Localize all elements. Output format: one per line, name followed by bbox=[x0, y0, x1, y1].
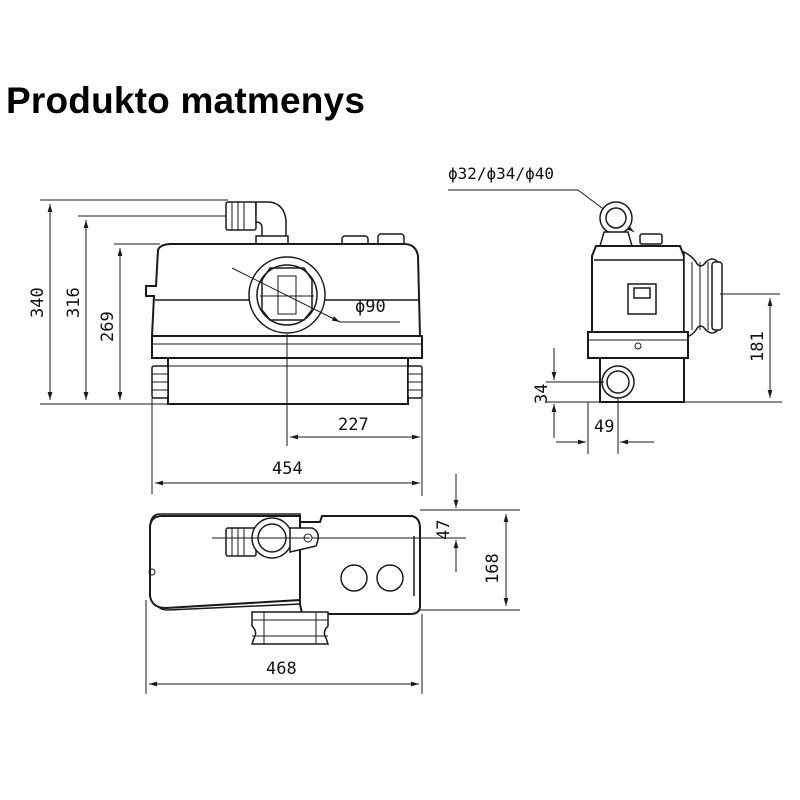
dim-top-length-468: 468 bbox=[145, 600, 423, 694]
top-inlet-pipe bbox=[225, 517, 319, 559]
svg-text:340: 340 bbox=[28, 287, 48, 318]
dim-small-inlet-34: 34 bbox=[532, 348, 604, 438]
side-small-inlet bbox=[601, 365, 635, 399]
side-view: ϕ32/ϕ34/ϕ40 bbox=[448, 164, 782, 454]
dim-offset-227: 227 bbox=[286, 334, 423, 496]
top-view: 47 168 468 bbox=[145, 474, 520, 694]
dim-height-269: 269 bbox=[98, 243, 160, 400]
dim-side-height-181: 181 bbox=[684, 293, 782, 403]
svg-text:227: 227 bbox=[338, 415, 369, 435]
front-right-connector bbox=[407, 365, 423, 399]
front-view: ϕ90 340 316 269 227 454 bbox=[28, 199, 423, 496]
top-button-circle-left bbox=[340, 564, 368, 592]
svg-text:269: 269 bbox=[98, 311, 118, 342]
front-left-connector bbox=[151, 365, 169, 399]
dim-depth-168: 168 bbox=[420, 514, 520, 611]
svg-text:168: 168 bbox=[483, 553, 503, 584]
dim-length-454: 454 bbox=[151, 398, 420, 494]
dim-top-offset-47: 47 bbox=[312, 474, 520, 572]
svg-text:181: 181 bbox=[748, 331, 768, 362]
svg-text:454: 454 bbox=[272, 459, 303, 479]
top-button-circle-right bbox=[376, 564, 404, 592]
side-base bbox=[587, 331, 689, 359]
svg-text:47: 47 bbox=[434, 520, 454, 540]
svg-text:49: 49 bbox=[594, 417, 614, 437]
dim-height-316: 316 bbox=[64, 215, 226, 400]
side-ribbed-outlet bbox=[683, 250, 723, 339]
page-title: Produkto matmenys bbox=[6, 80, 366, 121]
top-outlet-elbow bbox=[225, 201, 289, 247]
dim-small-inlet-49: 49 bbox=[556, 398, 654, 454]
svg-text:316: 316 bbox=[64, 287, 84, 318]
top-ribbed-outlet bbox=[250, 611, 330, 645]
dim-outlet-diameter: ϕ90 bbox=[355, 297, 386, 317]
dim-side-inlet-diameters: ϕ32/ϕ34/ϕ40 bbox=[448, 164, 554, 183]
svg-text:34: 34 bbox=[532, 384, 552, 404]
dim-height-340: 340 bbox=[28, 199, 228, 405]
side-top-inlet bbox=[599, 201, 663, 247]
front-lower-tank bbox=[167, 357, 409, 405]
svg-text:468: 468 bbox=[266, 659, 297, 679]
